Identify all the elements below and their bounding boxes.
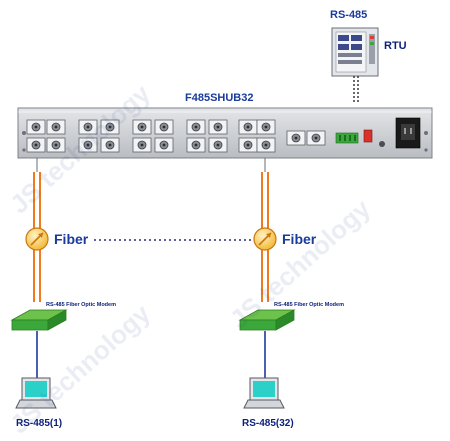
fiber-port-icon-17 [186,137,206,153]
fiber-optic-modem-2-icon [238,309,296,331]
fiber-label-left: Fiber [54,231,89,247]
fiber-port-icon-16 [154,137,174,153]
fiber-port-icon-20 [256,137,276,153]
terminal-1-laptop-icon [15,377,57,409]
fiber-port-icon-2 [46,119,66,135]
power-inlet-icon [395,117,421,149]
fiber-port-icon-13 [78,137,98,153]
fiber-port-icon-10 [256,119,276,135]
power-switch-icon [363,129,373,143]
fiber-port-icon-14 [100,137,120,153]
terminal-1-label: RS-485(1) [16,418,63,429]
rtu-protocol-label: RS-485 [330,9,368,21]
fiber-port-icon-8 [208,119,228,135]
modem-2-label: RS-485 Fiber Optic Modem [274,302,344,308]
fiber-port-icon-6 [154,119,174,135]
fiber-port-icon-21 [286,130,306,146]
fiber-port-icon-22 [306,130,326,146]
rtu-label: RTU [384,40,407,52]
fiber-port-icon-11 [26,137,46,153]
fiber-port-icon-19 [238,137,258,153]
hub-model-label: F485SHUB32 [185,92,254,104]
fiber-port-icon-18 [208,137,228,153]
hub-fiber-ports [26,119,326,153]
fiber-port-icon-9 [238,119,258,135]
hub-terminal-block [335,132,359,144]
terminal-32-label: RS-485(32) [242,418,294,429]
fiber-port-icon-15 [132,137,152,153]
fiber-optic-modem-1-icon [10,309,68,331]
fiber-port-icon-7 [186,119,206,135]
fiber-port-icon-12 [46,137,66,153]
fiber-coupler-right-icon [253,227,277,251]
terminal-32-laptop-icon [243,377,285,409]
fiber-port-icon-4 [100,119,120,135]
modem-1-label: RS-485 Fiber Optic Modem [46,302,116,308]
rtu-device [331,27,379,77]
ground-screw-icon [379,141,385,147]
fiber-label-right: Fiber [282,231,317,247]
fiber-port-icon-1 [26,119,46,135]
fiber-port-icon-3 [78,119,98,135]
svg-text:JS technology: JS technology [224,193,377,335]
fiber-port-icon-5 [132,119,152,135]
rtu-hub-link [353,76,359,104]
fiber-coupler-left-icon [25,227,49,251]
